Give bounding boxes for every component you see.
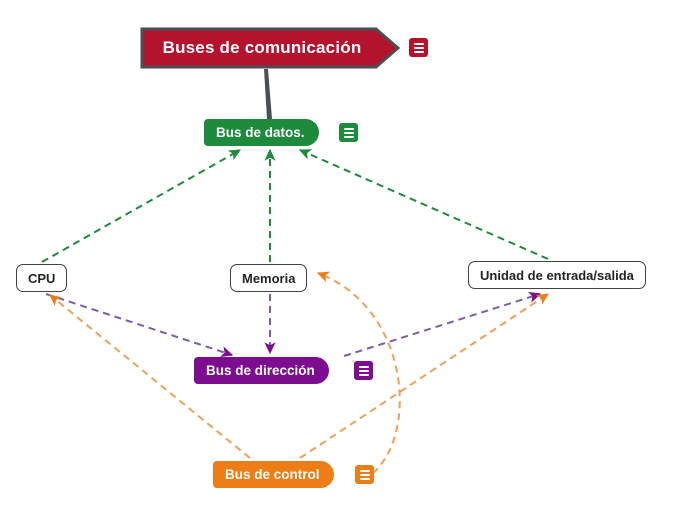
note-icon-bus-direccion[interactable] — [354, 361, 373, 380]
root-node[interactable]: Buses de comunicación — [140, 27, 400, 69]
note-icon-root[interactable] — [409, 38, 428, 57]
node-bus-datos-label: Bus de datos. — [216, 125, 305, 140]
node-cpu[interactable]: CPU — [16, 264, 68, 292]
note-icon-bus-control[interactable] — [355, 465, 374, 484]
node-bus-direccion[interactable]: Bus de dirección — [194, 357, 329, 384]
edge-cpu-to-bus-datos — [41, 149, 242, 263]
node-unidad-label: Unidad de entrada/salida — [480, 267, 634, 283]
root-node-label: Buses de comunicación — [162, 38, 362, 57]
edge-bus-control-to-memoria — [316, 271, 401, 481]
node-bus-control[interactable]: Bus de control — [213, 461, 334, 488]
root-node-shape — [140, 27, 400, 69]
note-icon-bus-datos[interactable] — [339, 123, 358, 142]
edge-cpu-to-bus-direccion — [45, 293, 234, 357]
edge-root-to-bus-datos — [264, 69, 272, 119]
node-bus-control-label: Bus de control — [225, 467, 320, 482]
node-cpu-label: CPU — [28, 270, 56, 286]
edge-bus-direccion-to-unidad — [343, 291, 542, 357]
node-bus-datos[interactable]: Bus de datos. — [204, 119, 319, 146]
node-memoria-label: Memoria — [242, 270, 296, 286]
node-unidad-entrada-salida[interactable]: Unidad de entrada/salida — [468, 261, 646, 289]
node-memoria[interactable]: Memoria — [230, 264, 308, 292]
node-bus-direccion-label: Bus de dirección — [206, 363, 315, 378]
edge-unidad-to-bus-datos — [298, 149, 549, 260]
edge-bus-control-to-unidad — [299, 293, 550, 459]
